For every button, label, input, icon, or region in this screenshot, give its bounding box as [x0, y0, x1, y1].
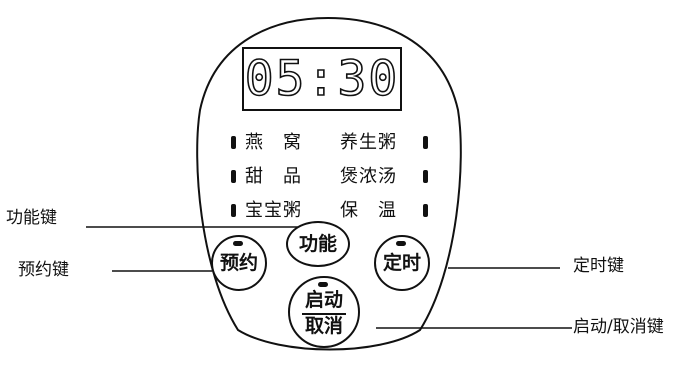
start-cancel-button[interactable]: 启动 取消	[288, 276, 360, 348]
led-thick-soup	[423, 170, 428, 183]
led-keep-warm	[423, 204, 428, 217]
led-bird-nest	[231, 136, 236, 149]
timer-indicator-light	[396, 241, 406, 246]
led-dessert	[231, 170, 236, 183]
callout-start-cancel-key: 启动/取消键	[573, 317, 664, 337]
start-indicator-light	[318, 282, 328, 287]
callout-function-key: 功能键	[6, 208, 57, 228]
display-frame	[242, 47, 402, 111]
mode-label-keep-warm: 保 温	[340, 200, 397, 221]
timer-button[interactable]: 定时	[374, 235, 430, 291]
callout-timer-key: 定时键	[573, 256, 624, 276]
reserve-button[interactable]: 预约	[211, 235, 267, 291]
function-button[interactable]: 功能	[286, 221, 350, 267]
mode-label-thick-soup: 煲浓汤	[340, 166, 397, 187]
reserve-indicator-light	[233, 241, 243, 246]
timer-button-label: 定时	[382, 251, 421, 274]
function-button-label: 功能	[298, 232, 337, 255]
led-health-porridge	[423, 136, 428, 149]
led-baby-porridge	[231, 204, 236, 217]
callout-reserve-key: 预约键	[18, 260, 69, 280]
time-display: 05:30	[244, 51, 400, 107]
mode-label-health-porridge: 养生粥	[340, 132, 397, 153]
cancel-label: 取消	[304, 315, 343, 337]
mode-label-dessert: 甜 品	[245, 166, 302, 187]
start-label: 启动	[304, 289, 343, 312]
start-cancel-divider	[302, 313, 346, 315]
mode-label-baby-porridge: 宝宝粥	[245, 200, 302, 221]
reserve-button-label: 预约	[219, 251, 258, 274]
mode-label-bird-nest: 燕 窝	[245, 132, 302, 153]
